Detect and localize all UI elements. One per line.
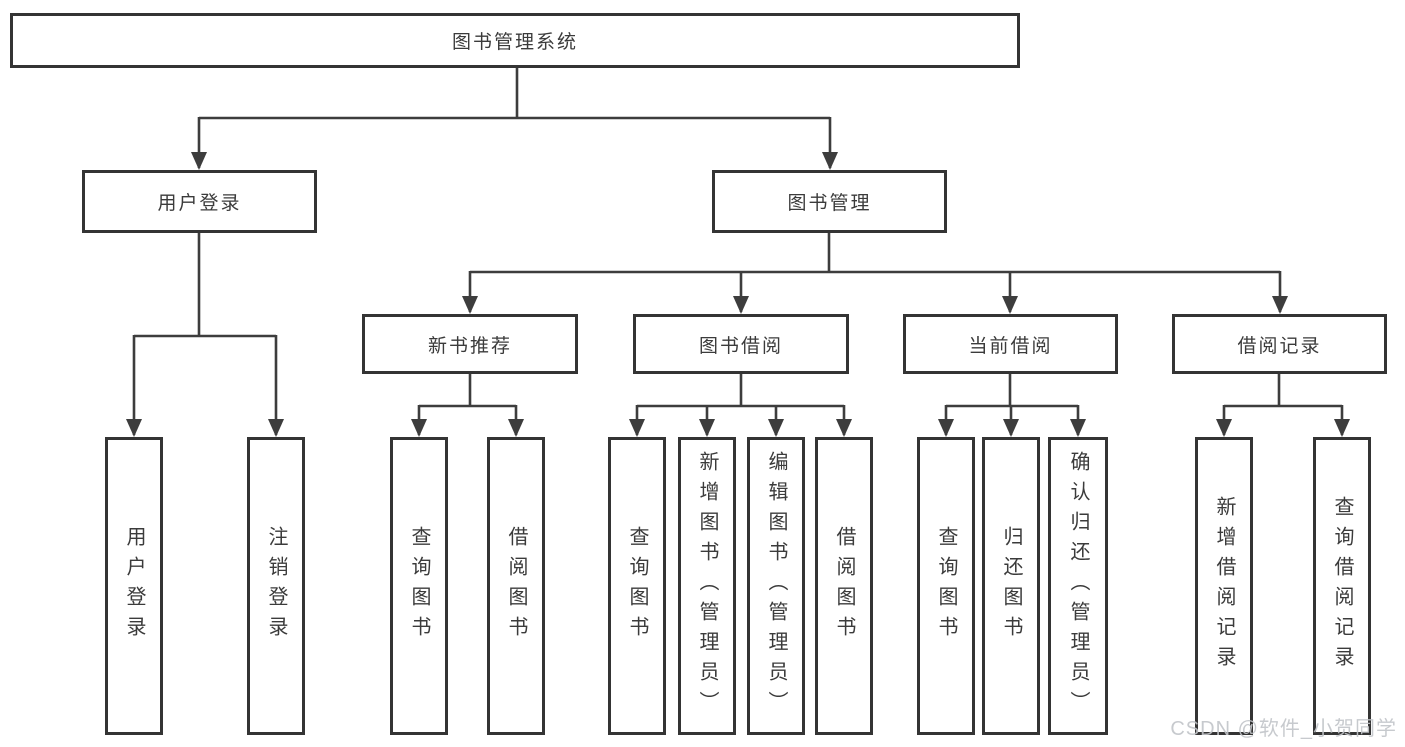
leaf-add-borrow-record: 新增借阅记录 — [1195, 437, 1253, 735]
leaf-query-books-current: 查询图书 — [917, 437, 975, 735]
leaf-user-login: 用户登录 — [105, 437, 163, 735]
leaf-borrow-books-recommend: 借阅图书 — [487, 437, 545, 735]
node-book-borrow: 图书借阅 — [633, 314, 849, 374]
node-current-borrow-label: 当前借阅 — [968, 335, 1053, 357]
leaf-borrow-books-recommend-label: 借阅图书 — [505, 526, 527, 646]
node-new-book-recommend: 新书推荐 — [362, 314, 578, 374]
leaf-confirm-return-admin-label: 确认归还（管理员） — [1067, 451, 1089, 721]
node-borrow-records-label: 借阅记录 — [1237, 335, 1322, 357]
node-new-book-recommend-label: 新书推荐 — [427, 335, 512, 357]
leaf-add-borrow-record-label: 新增借阅记录 — [1213, 496, 1235, 676]
node-borrow-records: 借阅记录 — [1172, 314, 1387, 374]
leaf-add-book-admin-label: 新增图书（管理员） — [696, 451, 718, 721]
node-user-login: 用户登录 — [82, 170, 317, 233]
leaf-borrow-books-borrow: 借阅图书 — [815, 437, 873, 735]
node-current-borrow: 当前借阅 — [903, 314, 1118, 374]
leaf-query-borrow-record: 查询借阅记录 — [1313, 437, 1371, 735]
leaf-return-book: 归还图书 — [982, 437, 1040, 735]
node-user-login-label: 用户登录 — [157, 193, 242, 214]
leaf-edit-book-admin-label: 编辑图书（管理员） — [765, 451, 787, 721]
leaf-query-books-borrow-label: 查询图书 — [626, 526, 648, 646]
leaf-query-books-borrow: 查询图书 — [608, 437, 666, 735]
leaf-query-borrow-record-label: 查询借阅记录 — [1331, 496, 1353, 676]
leaf-query-books-recommend-label: 查询图书 — [408, 526, 430, 646]
node-book-borrow-label: 图书借阅 — [698, 335, 783, 357]
node-book-management: 图书管理 — [712, 170, 947, 233]
node-book-management-label: 图书管理 — [787, 193, 872, 214]
leaf-add-book-admin: 新增图书（管理员） — [678, 437, 736, 735]
leaf-confirm-return-admin: 确认归还（管理员） — [1048, 437, 1108, 735]
leaf-logout-label: 注销登录 — [265, 526, 287, 646]
leaf-edit-book-admin: 编辑图书（管理员） — [747, 437, 805, 735]
leaf-query-books-recommend: 查询图书 — [390, 437, 448, 735]
node-library-management-system: 图书管理系统 — [10, 13, 1020, 68]
leaf-borrow-books-borrow-label: 借阅图书 — [833, 526, 855, 646]
leaf-user-login-label: 用户登录 — [123, 526, 145, 646]
leaf-query-books-current-label: 查询图书 — [935, 526, 957, 646]
csdn-watermark: CSDN @软件_小贺同学 — [1170, 718, 1397, 740]
leaf-return-book-label: 归还图书 — [1000, 526, 1022, 646]
leaf-logout: 注销登录 — [247, 437, 305, 735]
node-library-management-system-label: 图书管理系统 — [451, 32, 578, 53]
